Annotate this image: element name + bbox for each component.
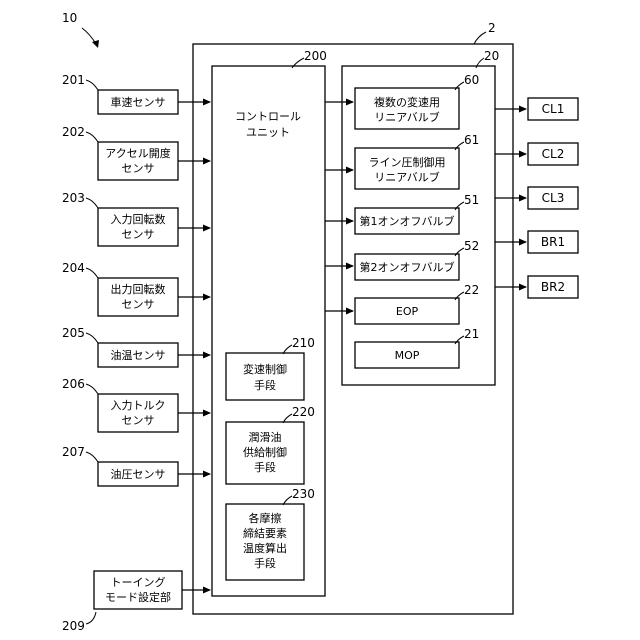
means-220-ref: 220: [292, 405, 315, 419]
sensor-207-label: 油圧センサ: [111, 467, 166, 481]
unit-ref-leader: [474, 32, 486, 44]
means-220-label-3: 手段: [254, 460, 276, 474]
shift-control-means-box: [226, 353, 304, 400]
sensor-203-label-2: センサ: [122, 228, 155, 241]
sensor-203-leader: [86, 198, 98, 208]
sensor-209-label-1: トーイング: [111, 575, 166, 589]
sensor-202-label-2: センサ: [122, 162, 155, 175]
mop-ref: 21: [464, 327, 479, 341]
sensor-205-ref: 205: [62, 326, 85, 340]
valve-61-ref: 61: [464, 133, 479, 147]
valve-52-ref: 52: [464, 239, 479, 253]
eop-label: EOP: [396, 305, 419, 318]
control-unit-label-2: ユニット: [246, 126, 290, 139]
valve-51-ref: 51: [464, 193, 479, 207]
sensor-207-leader: [86, 452, 98, 462]
sensor-205-leader: [86, 333, 98, 343]
hydraulic-ref: 20: [484, 49, 499, 63]
sensor-203-label-1: 入力回転数: [111, 213, 166, 226]
sensor-207-ref: 207: [62, 445, 85, 459]
sensor-209-leader: [86, 612, 96, 624]
sensor-202-leader: [86, 132, 98, 142]
means-210-ref: 210: [292, 336, 315, 350]
valve-52-label: 第2オンオフバルブ: [360, 260, 455, 274]
means-210-label-2: 手段: [254, 378, 276, 392]
means-230-label-2: 締結要素: [243, 526, 287, 540]
means-230-label-1: 各摩擦: [249, 511, 282, 525]
sensor-204-label-2: センサ: [122, 298, 155, 311]
means-220-label-1: 潤滑油: [249, 430, 282, 444]
eop-ref: 22: [464, 283, 479, 297]
means-230-ref: 230: [292, 487, 315, 501]
sensor-209-ref: 209: [62, 619, 85, 633]
output-cl1: CL1: [542, 102, 565, 116]
mop-label: MOP: [395, 349, 420, 362]
sensor-206-leader: [86, 384, 98, 394]
control-unit-label-1: コントロール: [235, 110, 301, 123]
sensor-201-ref: 201: [62, 73, 85, 87]
sensor-206-ref: 206: [62, 377, 85, 391]
means-230-label-3: 温度算出: [243, 541, 287, 555]
sensor-202-ref: 202: [62, 125, 85, 139]
sensor-201-label: 車速センサ: [111, 95, 166, 109]
sensor-203-ref: 203: [62, 191, 85, 205]
sensor-204-leader: [86, 268, 98, 278]
means-230-label-4: 手段: [254, 556, 276, 570]
figure-ref-arrowhead: [92, 40, 99, 48]
output-br2: BR2: [541, 280, 565, 294]
output-br1: BR1: [541, 235, 565, 249]
valve-60-label-1: 複数の変速用: [374, 95, 440, 109]
sensor-205-label: 油温センサ: [111, 348, 166, 362]
valve-51-label: 第1オンオフバルブ: [360, 214, 455, 228]
sensor-201-leader: [86, 80, 98, 90]
means-220-label-2: 供給制御: [243, 445, 287, 459]
output-cl2: CL2: [542, 147, 565, 161]
sensor-204-label-1: 出力回転数: [111, 282, 166, 296]
sensor-206-label-2: センサ: [122, 414, 155, 427]
sensor-202-label-1: アクセル開度: [105, 146, 170, 160]
valve-61-label-1: ライン圧制御用: [369, 155, 446, 169]
valve-60-label-2: リニアバルブ: [374, 110, 440, 124]
control-unit-ref: 200: [304, 49, 327, 63]
unit-ref: 2: [488, 21, 496, 35]
sensor-206-label-1: 入力トルク: [111, 399, 166, 412]
valve-60-ref: 60: [464, 73, 479, 87]
sensor-209-label-2: モード設定部: [105, 590, 171, 604]
output-cl3: CL3: [542, 191, 565, 205]
valve-61-label-2: リニアバルブ: [374, 170, 440, 184]
figure-ref: 10: [62, 11, 77, 25]
means-210-label-1: 変速制御: [243, 362, 287, 376]
sensor-204-ref: 204: [62, 261, 85, 275]
